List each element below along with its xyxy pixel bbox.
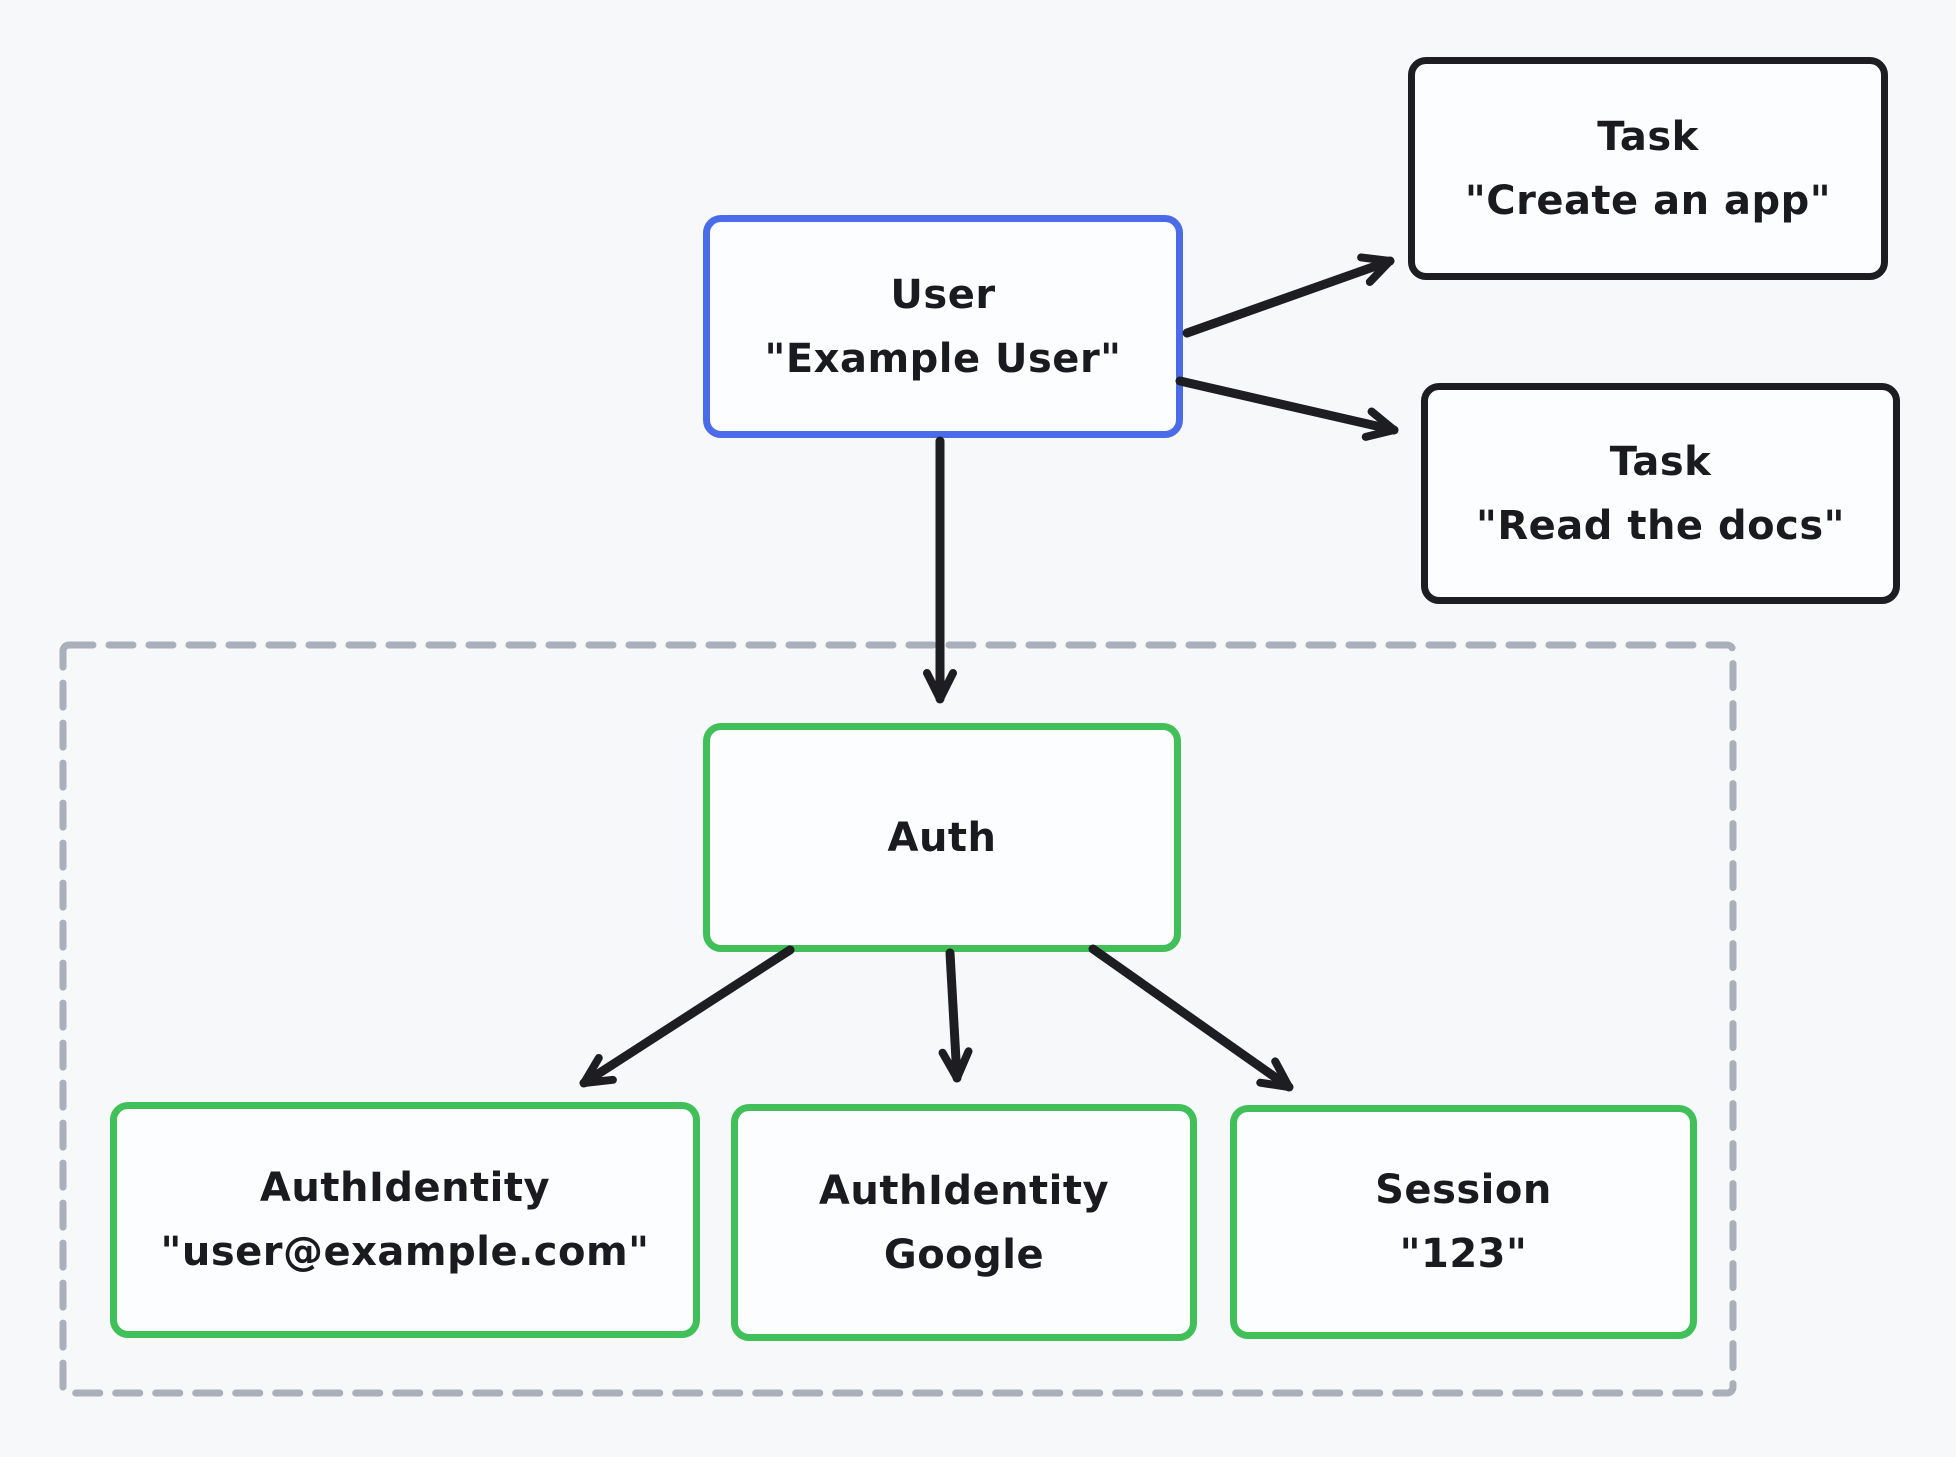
node-task-read-the-docs: Task "Read the docs" xyxy=(1421,383,1900,604)
node-task-read-title: Task xyxy=(1609,438,1712,485)
node-authidentity-google-title: AuthIdentity xyxy=(818,1167,1110,1214)
node-user-subtitle: "Example User" xyxy=(764,335,1122,382)
edge-auth-session xyxy=(1088,944,1294,1092)
node-task-create-an-app: Task "Create an app" xyxy=(1408,57,1888,280)
node-task-create-subtitle: "Create an app" xyxy=(1464,177,1832,224)
edge-user-task-read xyxy=(1175,376,1399,441)
node-session: Session "123" xyxy=(1230,1105,1697,1339)
node-task-read-subtitle: "Read the docs" xyxy=(1476,502,1845,549)
node-auth: Auth xyxy=(703,723,1181,952)
node-session-subtitle: "123" xyxy=(1399,1231,1528,1277)
node-authidentity-email-title: AuthIdentity xyxy=(259,1165,551,1211)
node-authidentity-email-subtitle: "user@example.com" xyxy=(160,1229,650,1275)
node-auth-title: Auth xyxy=(887,814,997,861)
node-user-title: User xyxy=(890,271,996,318)
edge-auth-authidentity-google xyxy=(938,948,973,1083)
edge-user-task-create xyxy=(1182,253,1395,338)
node-task-create-title: Task xyxy=(1597,113,1699,160)
node-user: User "Example User" xyxy=(703,215,1183,438)
node-authidentity-google: AuthIdentity Google xyxy=(731,1104,1197,1341)
node-session-title: Session xyxy=(1375,1167,1552,1213)
edge-auth-authidentity-email xyxy=(579,945,795,1088)
node-authidentity-email: AuthIdentity "user@example.com" xyxy=(110,1102,700,1338)
node-authidentity-google-subtitle: Google xyxy=(883,1231,1045,1278)
